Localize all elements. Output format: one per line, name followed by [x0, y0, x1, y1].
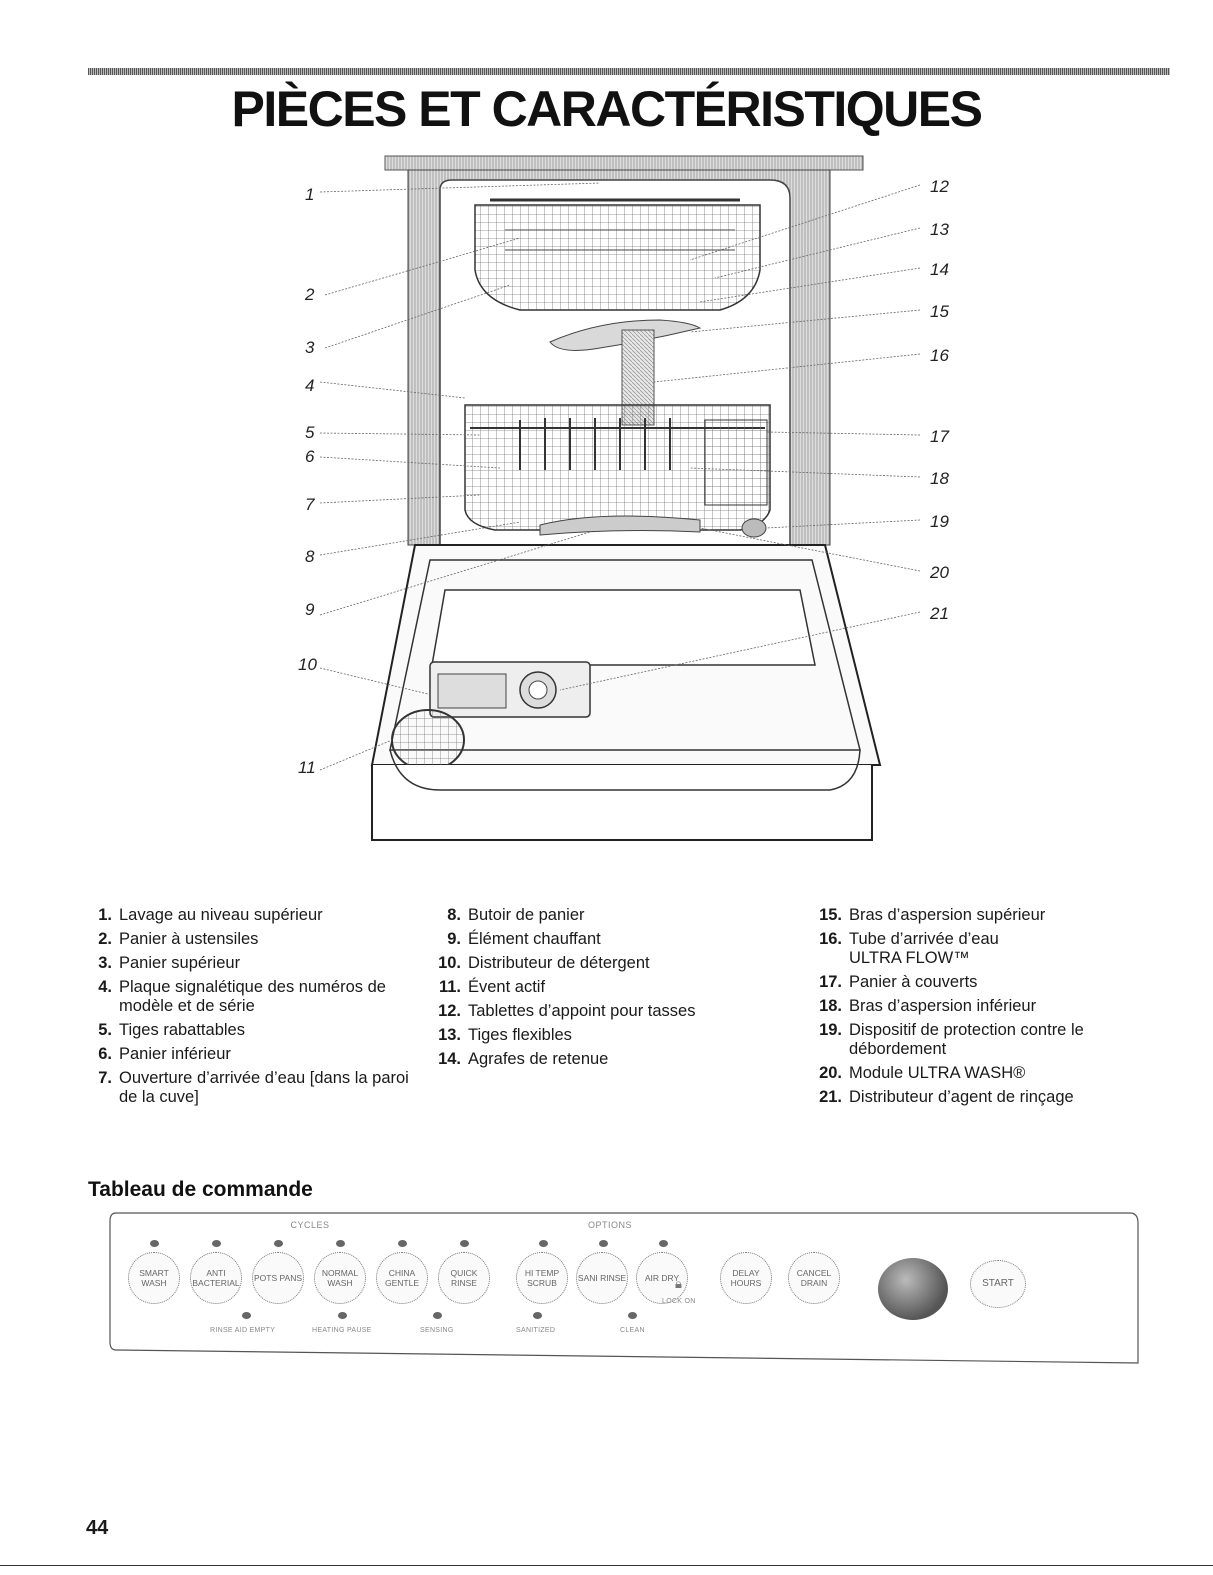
- air-dry-button[interactable]: AIR DRY: [636, 1252, 688, 1304]
- callout-4: 4: [305, 376, 315, 395]
- callout-10: 10: [298, 655, 317, 674]
- callout-14: 14: [930, 260, 949, 279]
- callout-2: 2: [305, 285, 315, 304]
- led-heating-pause: [338, 1312, 347, 1319]
- list-item: 2.Panier à ustensiles: [98, 930, 259, 948]
- clean-label: CLEAN: [620, 1327, 645, 1334]
- callout-5: 5: [305, 423, 315, 442]
- callout-17: 17: [930, 427, 949, 446]
- led-air-dry: [659, 1240, 668, 1247]
- page-title: PIÈCES ET CARACTÉRISTIQUES: [231, 81, 984, 137]
- led-normal-wash: [336, 1240, 345, 1247]
- callout-9: 9: [305, 600, 315, 619]
- callout-11: 11: [298, 758, 316, 777]
- list-item: 18.Bras d’aspersion inférieur: [819, 997, 1037, 1015]
- callout-15: 15: [930, 302, 949, 321]
- led-hi-temp-scrub: [539, 1240, 548, 1247]
- led-quick-rinse: [460, 1240, 469, 1247]
- callout-20: 20: [930, 563, 949, 582]
- callout-21: 21: [930, 604, 949, 623]
- callout-8: 8: [305, 547, 315, 566]
- list-item: 13.Tiges flexibles: [438, 1026, 572, 1044]
- list-item: 1.Lavage au niveau supérieur: [98, 906, 323, 924]
- lock-on-label: LOCK ON: [662, 1298, 696, 1305]
- callout-16: 16: [930, 346, 949, 365]
- options-group-label: OPTIONS: [587, 1220, 632, 1230]
- callout-6: 6: [305, 447, 315, 466]
- parts-list-col2: 8.Butoir de panier 9.Élément chauffant 1…: [433, 906, 773, 1074]
- callout-19: 19: [930, 512, 949, 531]
- list-item: 7.Ouverture d’arrivée d’eau [dans la par…: [98, 1069, 409, 1106]
- sanitized-label: SANITIZED: [516, 1327, 556, 1334]
- hi-temp-scrub-button[interactable]: HI TEMP SCRUB: [516, 1252, 568, 1304]
- led-sensing: [433, 1312, 442, 1319]
- rinse-aid-empty-label: RINSE AID EMPTY: [210, 1327, 276, 1334]
- control-panel-outline: [109, 1212, 1139, 1364]
- led-rinse-aid-empty: [242, 1312, 251, 1319]
- list-item: 19.Dispositif de protection contre le dé…: [819, 1021, 1084, 1058]
- cancel-drain-button[interactable]: CANCEL DRAIN: [788, 1252, 840, 1304]
- list-item: 11.Évent actif: [438, 978, 546, 996]
- list-item: 8.Butoir de panier: [447, 906, 585, 924]
- page-number: 44: [86, 1517, 109, 1539]
- list-item: 12.Tablettes d’appoint pour tasses: [438, 1002, 696, 1020]
- callout-12: 12: [930, 177, 949, 196]
- callout-3: 3: [305, 338, 315, 357]
- led-sani-rinse: [599, 1240, 608, 1247]
- list-item: 17.Panier à couverts: [819, 973, 978, 991]
- led-anti-bacterial: [212, 1240, 221, 1247]
- callout-13: 13: [930, 220, 949, 239]
- sani-rinse-button[interactable]: SANI RINSE: [576, 1252, 628, 1304]
- list-item: 3.Panier supérieur: [98, 954, 241, 972]
- callout-7: 7: [305, 495, 315, 514]
- quick-rinse-button[interactable]: QUICK RINSE: [438, 1252, 490, 1304]
- led-pots-pans: [274, 1240, 283, 1247]
- callout-1: 1: [305, 185, 315, 204]
- list-item: 15.Bras d’aspersion supérieur: [819, 906, 1046, 924]
- led-smart-wash: [150, 1240, 159, 1247]
- smart-wash-button[interactable]: SMART WASH: [128, 1252, 180, 1304]
- list-item: 10.Distributeur de détergent: [438, 954, 650, 972]
- china-gentle-button[interactable]: CHINA GENTLE: [376, 1252, 428, 1304]
- normal-wash-button[interactable]: NORMAL WASH: [314, 1252, 366, 1304]
- delay-hours-button[interactable]: DELAY HOURS: [720, 1252, 772, 1304]
- display-window: [878, 1258, 948, 1320]
- pots-pans-button[interactable]: POTS PANS: [252, 1252, 304, 1304]
- cycles-group-label: CYCLES: [290, 1220, 330, 1230]
- parts-list-col1: 1.Lavage au niveau supérieur 2.Panier à …: [84, 906, 424, 1112]
- list-item: 4.Plaque signalétique des numéros de mod…: [98, 978, 386, 1015]
- anti-bacterial-button[interactable]: ANTI BACTERIAL: [190, 1252, 242, 1304]
- led-clean: [628, 1312, 637, 1319]
- led-sanitized: [533, 1312, 542, 1319]
- bottom-rule: [0, 1565, 1213, 1566]
- top-rule: [88, 68, 1170, 75]
- list-item: 14.Agrafes de retenue: [438, 1050, 609, 1068]
- list-item: 9.Élément chauffant: [447, 930, 601, 948]
- sensing-label: SENSING: [420, 1327, 454, 1334]
- list-item: 6.Panier inférieur: [98, 1045, 231, 1063]
- dishwasher-illustration: [319, 155, 921, 841]
- list-item: 16.Tube d’arrivée d’eau ULTRA FLOW™: [819, 930, 999, 967]
- list-item: 20.Module ULTRA WASH®: [819, 1064, 1026, 1082]
- control-panel-heading: Tableau de commande: [88, 1178, 313, 1201]
- dishwasher-diagram: 1 2 3 4 5 6 7 8 9 10 11 12 13 14 15 16 1…: [0, 150, 1213, 855]
- led-china-gentle: [398, 1240, 407, 1247]
- list-item: 21.Distributeur d’agent de rinçage: [819, 1088, 1074, 1106]
- parts-list-col3: 15.Bras d’aspersion supérieur 16.Tube d’…: [814, 906, 1114, 1112]
- lock-icon: 🔒︎: [675, 1276, 682, 1291]
- list-item: 5.Tiges rabattables: [98, 1021, 245, 1039]
- callout-18: 18: [930, 469, 949, 488]
- heating-pause-label: HEATING PAUSE: [312, 1327, 372, 1334]
- start-button[interactable]: START: [970, 1260, 1026, 1308]
